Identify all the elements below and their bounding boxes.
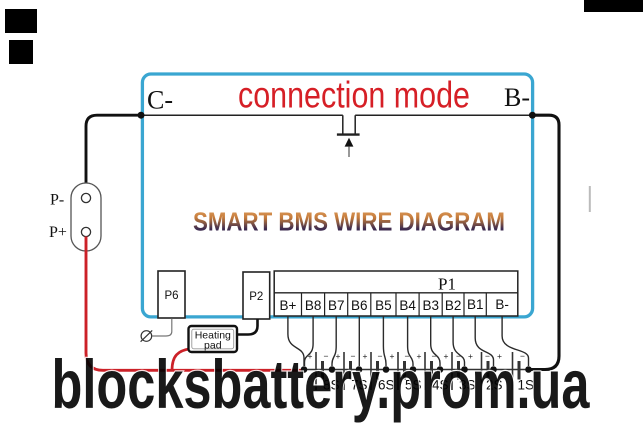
- svg-text:B3: B3: [422, 298, 439, 313]
- svg-text:B-: B-: [495, 297, 509, 312]
- svg-text:−: −: [520, 351, 525, 361]
- svg-text:blocksbattery.prom.ua: blocksbattery.prom.ua: [52, 346, 590, 423]
- svg-text:+: +: [308, 351, 313, 361]
- svg-text:−: −: [351, 351, 356, 361]
- svg-text:+: +: [417, 351, 422, 361]
- svg-text:B7: B7: [328, 298, 345, 313]
- svg-text:−: −: [456, 351, 461, 361]
- svg-text:−: −: [432, 351, 437, 361]
- svg-text:7S: 7S: [351, 378, 368, 393]
- svg-text:P2: P2: [249, 291, 263, 303]
- svg-text:+: +: [336, 351, 341, 361]
- svg-text:8S: 8S: [323, 378, 340, 393]
- svg-text:6S: 6S: [378, 378, 395, 393]
- svg-text:B4: B4: [399, 298, 416, 313]
- svg-text:+: +: [497, 351, 502, 361]
- svg-text:Heating: Heating: [195, 330, 231, 342]
- svg-text:B+: B+: [279, 298, 296, 313]
- svg-text:−: −: [378, 351, 383, 361]
- svg-text:4S: 4S: [432, 378, 449, 393]
- svg-text:2S: 2S: [486, 378, 503, 393]
- svg-text:+: +: [444, 351, 449, 361]
- svg-text:−: −: [485, 351, 490, 361]
- svg-text:P1: P1: [438, 275, 456, 294]
- svg-text:SMART BMS WIRE DIAGRAM: SMART BMS WIRE DIAGRAM: [193, 209, 505, 237]
- svg-text:P+: P+: [49, 224, 67, 241]
- svg-text:−: −: [405, 351, 410, 361]
- svg-text:pad: pad: [204, 340, 222, 352]
- svg-text:connection mode: connection mode: [238, 74, 470, 115]
- svg-text:+: +: [363, 351, 368, 361]
- svg-text:B5: B5: [375, 298, 392, 313]
- svg-text:B8: B8: [305, 298, 322, 313]
- svg-text:B-: B-: [504, 83, 530, 112]
- svg-text:1S: 1S: [518, 378, 535, 393]
- svg-text:−: −: [324, 351, 329, 361]
- svg-text:P-: P-: [50, 192, 64, 209]
- svg-text:+: +: [390, 351, 395, 361]
- svg-text:C-: C-: [147, 86, 173, 115]
- svg-text:3S: 3S: [459, 378, 476, 393]
- svg-text:B6: B6: [351, 298, 368, 313]
- svg-text:P6: P6: [164, 290, 178, 302]
- svg-text:+: +: [468, 351, 473, 361]
- svg-text:B2: B2: [445, 298, 462, 313]
- svg-text:B1: B1: [467, 297, 484, 312]
- svg-text:5S: 5S: [405, 378, 422, 393]
